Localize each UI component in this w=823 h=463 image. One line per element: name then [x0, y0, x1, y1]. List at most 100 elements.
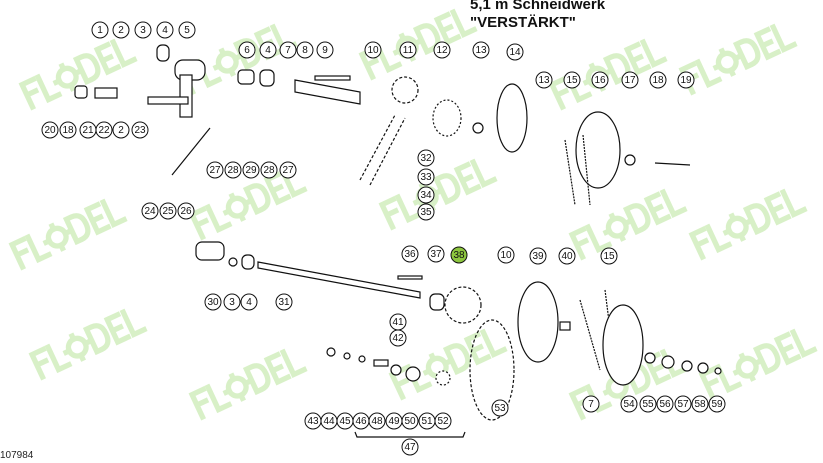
callout-label: 48	[371, 416, 383, 427]
part-56	[661, 355, 675, 369]
callout-label: 37	[430, 249, 442, 260]
callout-label: 4	[265, 45, 271, 56]
callout-57: 57	[674, 395, 692, 413]
callout-2: 2	[112, 121, 130, 139]
callout-13: 13	[472, 41, 490, 59]
part-48	[373, 359, 389, 367]
part-nut-40	[559, 321, 571, 331]
callout-circle	[708, 395, 726, 413]
callout-4: 4	[156, 21, 174, 39]
callout-46: 46	[352, 412, 370, 430]
part-shaft-8	[294, 79, 361, 105]
callout-circle	[417, 168, 435, 186]
callout-14: 14	[506, 43, 524, 61]
callout-label: 1	[97, 25, 103, 36]
callout-54: 54	[620, 395, 638, 413]
callout-label: 38	[453, 250, 465, 261]
callout-label: 35	[420, 207, 432, 218]
part-44	[343, 352, 351, 360]
part-bearing	[156, 44, 170, 62]
callout-circle	[91, 21, 109, 39]
callout-32: 32	[417, 149, 435, 167]
callout-circle	[600, 247, 618, 265]
callout-44: 44	[320, 412, 338, 430]
part-50	[405, 366, 421, 382]
callout-circle	[558, 247, 576, 265]
part-shaft-31	[257, 261, 421, 299]
part-57	[681, 360, 693, 372]
callout-circle	[364, 41, 382, 59]
callout-26: 26	[177, 202, 195, 220]
callout-label: 56	[659, 399, 671, 410]
callout-label: 54	[623, 399, 635, 410]
callout-label: 39	[532, 251, 544, 262]
callout-8: 8	[296, 41, 314, 59]
callout-circle	[368, 412, 386, 430]
callout-circle	[472, 41, 490, 59]
callout-circle	[621, 71, 639, 89]
callout-18: 18	[649, 71, 667, 89]
callout-label: 30	[207, 297, 219, 308]
part-pulley-39	[517, 281, 559, 363]
part-58	[697, 362, 709, 374]
callout-10: 10	[497, 246, 515, 264]
callout-43: 43	[304, 412, 322, 430]
callout-label: 53	[494, 403, 506, 414]
callout-circle	[178, 21, 196, 39]
callout-label: 14	[509, 47, 521, 58]
callout-3: 3	[134, 21, 152, 39]
callout-label: 50	[404, 416, 416, 427]
callout-label: 31	[278, 297, 290, 308]
callout-circle	[112, 121, 130, 139]
callout-circle	[296, 41, 314, 59]
part-bushing-6	[237, 69, 255, 85]
callout-circle	[649, 71, 667, 89]
callout-circle	[389, 329, 407, 347]
callout-circle	[620, 395, 638, 413]
callout-circle	[316, 41, 334, 59]
callout-label: 59	[711, 399, 723, 410]
callout-28: 28	[224, 161, 242, 179]
callout-circle	[677, 71, 695, 89]
callout-circle	[417, 203, 435, 221]
callout-47: 47	[401, 438, 419, 456]
callout-label: 44	[323, 416, 335, 427]
callout-15: 15	[563, 71, 581, 89]
callout-label: 20	[44, 125, 56, 136]
callout-label: 7	[588, 399, 594, 410]
callout-15: 15	[600, 247, 618, 265]
callout-circle	[206, 161, 224, 179]
watermark-logo	[362, 7, 474, 77]
callout-label: 11	[403, 45, 414, 56]
callout-circle	[259, 41, 277, 59]
callout-label: 28	[227, 165, 239, 176]
callout-label: 19	[680, 75, 692, 86]
callout-53: 53	[491, 399, 509, 417]
callout-circle	[674, 395, 692, 413]
callout-label: 5	[184, 25, 190, 36]
callout-circle	[401, 245, 419, 263]
callout-41: 41	[389, 313, 407, 331]
callout-circle	[275, 293, 293, 311]
part-49	[390, 364, 402, 376]
callout-label: 2	[118, 125, 124, 136]
callout-circle	[131, 121, 149, 139]
callout-circle	[656, 395, 674, 413]
callout-label: 15	[603, 251, 615, 262]
callout-circle	[134, 21, 152, 39]
callout-circle	[529, 247, 547, 265]
part-bearing-4b	[241, 254, 255, 270]
callout-label: 13	[475, 45, 487, 56]
part-bolt-19	[654, 162, 691, 166]
callout-25: 25	[159, 202, 177, 220]
callout-17: 17	[621, 71, 639, 89]
callout-label: 29	[245, 165, 257, 176]
part-bushing-30	[195, 241, 225, 261]
callout-circle	[279, 161, 297, 179]
part-pulley-54	[602, 304, 644, 386]
callout-label: 3	[229, 297, 235, 308]
callout-circle	[497, 246, 515, 264]
callout-circle	[141, 202, 159, 220]
